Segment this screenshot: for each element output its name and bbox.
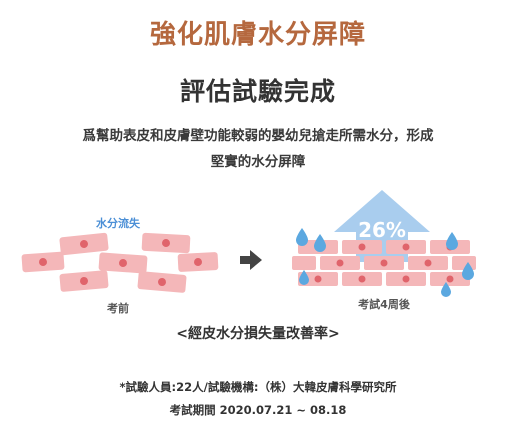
- description-line-2: 堅實的水分屏障: [210, 154, 306, 170]
- water-drop-icon: [462, 262, 474, 280]
- footnote-trial-info: *試驗人員:22人/試驗機構:（株）大韓皮膚科學研究所: [119, 380, 397, 394]
- improvement-caption: <經皮水分損失量改善率>: [176, 326, 340, 342]
- water-drop-icons: [296, 228, 474, 297]
- water-drop-icon: [446, 232, 458, 250]
- skin-cell: [59, 232, 109, 256]
- water-loss-label: 水分流失: [96, 216, 141, 230]
- description-line-1: 爲幫助表皮和皮膚壁功能較弱的嬰幼兒搶走所需水分，形成: [82, 128, 434, 144]
- arrow-right-icon: [240, 250, 262, 270]
- water-drop-icon: [441, 282, 451, 297]
- after-label: 考試4周後: [358, 297, 411, 311]
- percent-label: 26%: [358, 218, 406, 242]
- skin-cell: [21, 251, 65, 273]
- before-cells: [21, 232, 219, 293]
- water-drop-icon: [314, 234, 326, 252]
- page-title: 強化肌膚水分屏障: [149, 20, 366, 50]
- before-label: 考前: [107, 301, 129, 315]
- water-drop-icon: [299, 270, 309, 285]
- water-drop-icon: [296, 228, 308, 246]
- page-subtitle: 評估試驗完成: [179, 77, 336, 106]
- skin-cell: [59, 270, 109, 292]
- skin-cell: [141, 232, 191, 254]
- skin-cell: [177, 252, 219, 272]
- footnote-trial-period: 考試期間 2020.07.21 ~ 08.18: [169, 403, 347, 417]
- skin-cell: [98, 252, 148, 274]
- skin-cell: [137, 271, 187, 293]
